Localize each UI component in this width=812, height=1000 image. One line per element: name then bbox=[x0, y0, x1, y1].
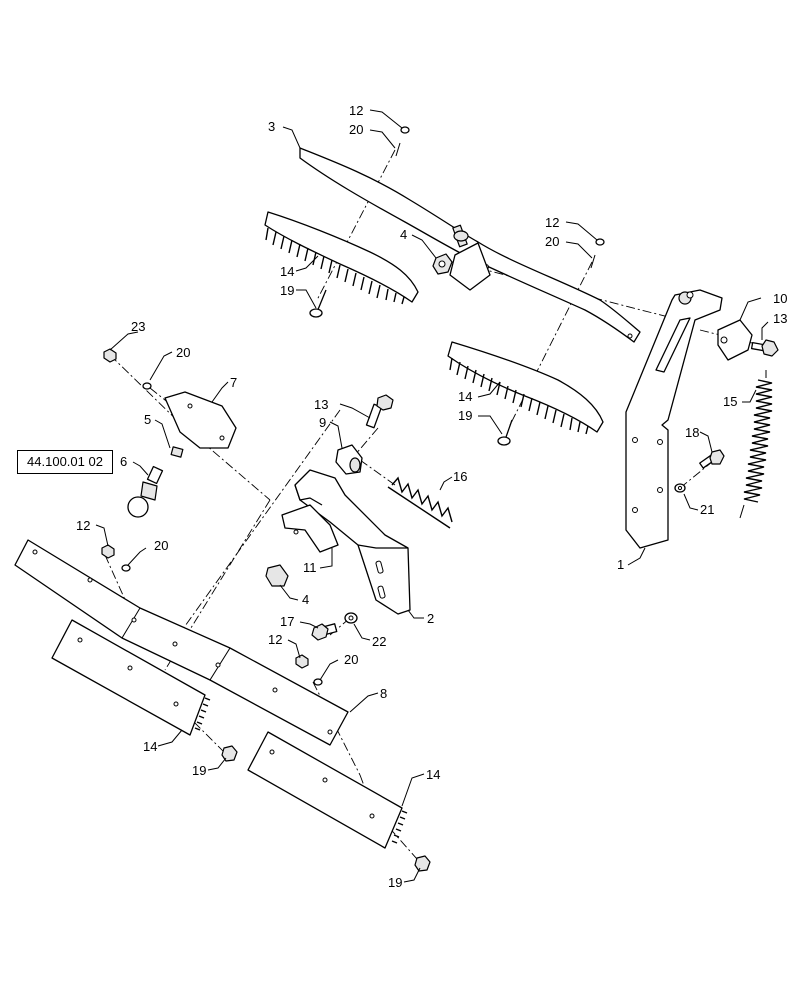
callout-2[interactable]: 2 bbox=[427, 611, 434, 626]
callout-14[interactable]: 14 bbox=[280, 264, 294, 279]
part-2-arm-bracket[interactable] bbox=[294, 469, 411, 615]
callout-11[interactable]: 11 bbox=[303, 560, 317, 575]
part-21-washer[interactable] bbox=[674, 483, 686, 493]
part-6-ball-knob[interactable] bbox=[127, 465, 164, 518]
part-1-vertical-bracket[interactable] bbox=[625, 289, 723, 549]
part-5-pin[interactable] bbox=[170, 446, 184, 458]
callout-4[interactable]: 4 bbox=[302, 592, 309, 607]
part-11-bracket-lower[interactable] bbox=[281, 504, 339, 553]
callout-13[interactable]: 13 bbox=[773, 311, 787, 326]
callout-20[interactable]: 20 bbox=[344, 652, 358, 667]
callout-10[interactable]: 10 bbox=[773, 291, 787, 306]
part-12-20-bolt-upper-left[interactable] bbox=[395, 126, 410, 157]
part-19-screw-upper-left[interactable] bbox=[309, 289, 327, 318]
part-22-washer[interactable] bbox=[344, 612, 358, 624]
callout-12[interactable]: 12 bbox=[76, 518, 90, 533]
part-9-clip[interactable] bbox=[335, 444, 363, 475]
callout-5[interactable]: 5 bbox=[144, 412, 151, 427]
part-14-upper-left-brush[interactable] bbox=[264, 211, 419, 305]
part-4-lower-block[interactable] bbox=[265, 564, 289, 587]
part-12-20-bolt-upper-right[interactable] bbox=[590, 238, 605, 269]
callout-4[interactable]: 4 bbox=[400, 227, 407, 242]
part-15-tension-spring[interactable] bbox=[739, 370, 773, 519]
callout-8[interactable]: 8 bbox=[380, 686, 387, 701]
callout-7[interactable]: 7 bbox=[230, 375, 237, 390]
part-14-middle-right-brush[interactable] bbox=[447, 341, 604, 435]
callout-19[interactable]: 19 bbox=[280, 283, 294, 298]
callout-14[interactable]: 14 bbox=[426, 767, 440, 782]
callout-14[interactable]: 14 bbox=[458, 389, 472, 404]
callout-23[interactable]: 23 bbox=[131, 319, 145, 334]
callout-16[interactable]: 16 bbox=[453, 469, 467, 484]
part-13-bolt-middle[interactable] bbox=[365, 394, 394, 429]
callout-12[interactable]: 12 bbox=[545, 215, 559, 230]
callout-19[interactable]: 19 bbox=[458, 408, 472, 423]
part-19-screw-lower-left[interactable] bbox=[221, 745, 238, 762]
part-10-clip[interactable] bbox=[717, 319, 753, 361]
part-23-bolt[interactable] bbox=[103, 348, 117, 363]
callout-19[interactable]: 19 bbox=[388, 875, 402, 890]
callout-leaders bbox=[95, 109, 769, 883]
part-18-bolt[interactable] bbox=[699, 449, 725, 469]
callout-3[interactable]: 3 bbox=[268, 119, 275, 134]
callout-21[interactable]: 21 bbox=[700, 502, 714, 517]
part-17-bolt[interactable] bbox=[311, 623, 338, 641]
part-8-mounting-strip[interactable] bbox=[14, 539, 349, 746]
callout-12[interactable]: 12 bbox=[349, 103, 363, 118]
callout-13[interactable]: 13 bbox=[314, 397, 328, 412]
part-12-20-fasteners-strip[interactable] bbox=[101, 544, 323, 686]
callout-labels: 3 12 20 4 14 19 12 20 10 13 15 14 19 23 … bbox=[76, 103, 787, 890]
callout-18[interactable]: 18 bbox=[685, 425, 699, 440]
callout-20[interactable]: 20 bbox=[154, 538, 168, 553]
part-14-lower-right-brush[interactable] bbox=[247, 731, 408, 849]
callout-6[interactable]: 6 bbox=[120, 454, 127, 469]
part-4-upper-clamp-block[interactable] bbox=[432, 224, 491, 291]
callout-17[interactable]: 17 bbox=[280, 614, 294, 629]
callout-15[interactable]: 15 bbox=[723, 394, 737, 409]
reference-link-box[interactable]: 44.100.01 02 bbox=[17, 450, 113, 474]
part-16-spring[interactable] bbox=[387, 476, 453, 529]
callout-20[interactable]: 20 bbox=[545, 234, 559, 249]
callout-22[interactable]: 22 bbox=[372, 634, 386, 649]
part-20-washer-plate[interactable] bbox=[142, 382, 152, 390]
callout-12[interactable]: 12 bbox=[268, 632, 282, 647]
callout-14[interactable]: 14 bbox=[143, 739, 157, 754]
part-14-lower-left-brush[interactable] bbox=[51, 619, 211, 736]
callout-20[interactable]: 20 bbox=[349, 122, 363, 137]
callout-19[interactable]: 19 bbox=[192, 763, 206, 778]
part-19-screw-middle-right[interactable] bbox=[497, 419, 513, 446]
callout-20[interactable]: 20 bbox=[176, 345, 190, 360]
callout-1[interactable]: 1 bbox=[617, 557, 624, 572]
callout-9[interactable]: 9 bbox=[319, 415, 326, 430]
part-7-mount-plate[interactable] bbox=[164, 391, 237, 449]
part-13-bolt-right[interactable] bbox=[750, 339, 779, 357]
part-19-screw-lower-right[interactable] bbox=[414, 855, 431, 872]
